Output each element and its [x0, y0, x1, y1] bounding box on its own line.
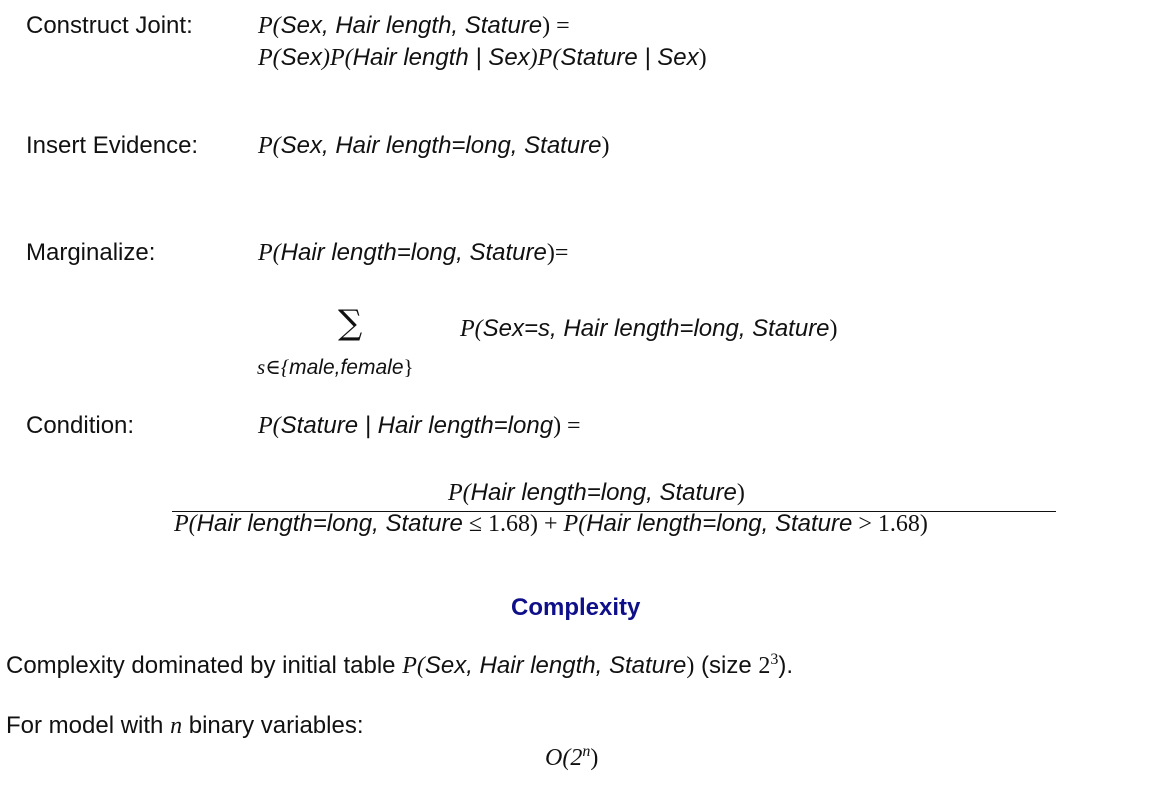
model-text: For model with [6, 712, 171, 739]
prob-symbol: P( [174, 511, 197, 537]
complexity-heading: Complexity [511, 594, 641, 621]
fraction-numerator: P(Hair length=long, Stature) [448, 479, 745, 506]
prob-symbol: P( [258, 45, 281, 71]
fraction-bar [172, 511, 1056, 512]
summation-term: P(Sex=s, Hair length=long, Stature) [460, 315, 838, 342]
denominator-args-1: Hair length=long, Stature [196, 510, 463, 537]
condition-label: Condition: [26, 412, 135, 439]
close-paren: ) [698, 45, 707, 71]
close-paren: ) [686, 653, 695, 679]
marginal-args: Hair length=long, Stature [280, 239, 547, 266]
construct-joint-label: Construct Joint: [26, 12, 193, 39]
size-exponent: 3 [770, 651, 779, 668]
prob-symbol: P( [563, 511, 587, 537]
factor-hair-given-sex: Hair length | Sex [352, 44, 530, 71]
n-variable: n [170, 713, 183, 739]
prob-symbol: P( [460, 316, 483, 342]
denominator-args-2: Hair length=long, Stature [586, 510, 853, 537]
prob-symbol: P( [258, 133, 281, 159]
condition-expression: P(Stature | Hair length=long) = [258, 412, 581, 439]
prob-symbol: P( [258, 13, 281, 39]
close-equals: ) = [553, 413, 581, 439]
complexity-line2: For model with n binary variables: [6, 712, 364, 739]
prob-symbol: )P( [529, 45, 561, 71]
big-o-exponent: n [582, 743, 591, 760]
big-o-base: O(2 [545, 745, 583, 771]
prob-symbol: P( [258, 240, 281, 266]
sum-index: s∈{ [257, 355, 290, 379]
numerator-args: Hair length=long, Stature [470, 479, 737, 506]
denominator-op-2: > 1.68) [852, 511, 928, 537]
prob-symbol: )P( [322, 45, 353, 71]
factor-sex: Sex [280, 44, 323, 71]
term-args: Sex=s, Hair length=long, Stature [482, 315, 830, 342]
evidence-args: Sex, Hair length=long, Stature [280, 132, 602, 159]
marginalize-expression: P(Hair length=long, Stature)= [258, 239, 569, 266]
binary-variables-text: binary variables: [182, 712, 364, 739]
prob-symbol: P( [402, 653, 425, 679]
joint-expression-line2: P(Sex)P(Hair length | Sex)P(Stature | Se… [258, 44, 707, 71]
joint-expression-line1: P(Sex, Hair length, Stature) = [258, 12, 570, 39]
close-paren: ) [601, 133, 610, 159]
close-paren: ) [736, 480, 745, 506]
factor-stature-given-sex: Stature | Sex [560, 44, 699, 71]
marginalize-label: Marginalize: [26, 239, 156, 266]
condition-args: Stature | Hair length=long [280, 412, 554, 439]
denominator-op-1: ≤ 1.68) + [462, 511, 564, 537]
complexity-text: Complexity dominated by initial table [6, 652, 403, 679]
insert-evidence-label: Insert Evidence: [26, 132, 199, 159]
big-o-expression: O(2n) [545, 743, 599, 771]
sum-set: male,female [289, 356, 404, 379]
size-close: ). [778, 652, 794, 679]
evidence-expression: P(Sex, Hair length=long, Stature) [258, 132, 610, 159]
prob-symbol: P( [258, 413, 281, 439]
complexity-line1: Complexity dominated by initial table P(… [6, 651, 794, 679]
joint-args: Sex, Hair length, Stature [280, 12, 543, 39]
size-text: (size [694, 652, 759, 679]
prob-symbol: P( [448, 480, 471, 506]
sum-set-close: } [403, 355, 414, 379]
close-equals: ) = [542, 13, 570, 39]
size-base: 2 [758, 653, 771, 679]
fraction-denominator: P(Hair length=long, Stature ≤ 1.68) + P(… [174, 510, 928, 537]
big-o-close: ) [590, 745, 599, 771]
close-paren: ) [829, 316, 838, 342]
summation-symbol: ∑ [338, 303, 363, 343]
close-equals: )= [546, 240, 569, 266]
summation-subscript: s∈{male,female} [257, 355, 414, 379]
table-args: Sex, Hair length, Stature [424, 652, 687, 679]
